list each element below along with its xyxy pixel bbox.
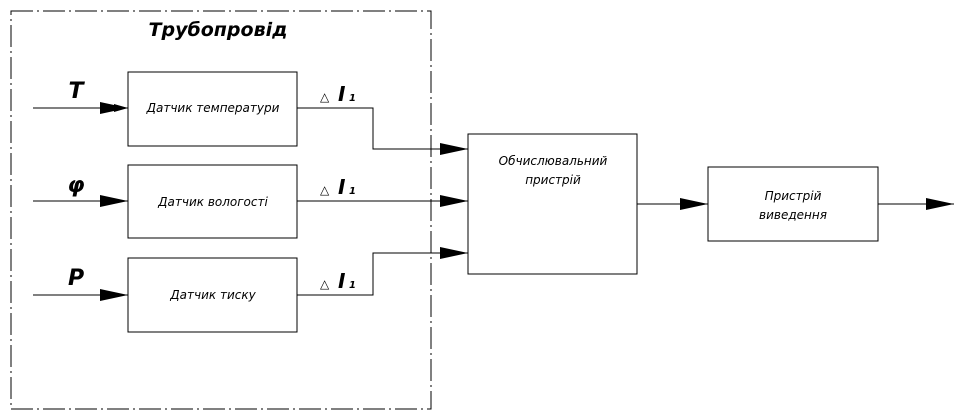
humidity-sensor-label: Датчик вологості <box>157 195 268 209</box>
connector-pressure-to-compute <box>297 247 468 296</box>
input-symbol-humidity: φ <box>67 173 84 198</box>
svg-text:I: I <box>338 269 346 293</box>
svg-text:△: △ <box>320 90 330 104</box>
connector-compute-to-output <box>637 198 708 210</box>
pipeline-boundary <box>10 10 432 410</box>
temperature-sensor-label: Датчик температури <box>146 101 280 115</box>
input-symbol-temperature: T <box>68 79 85 104</box>
input-arrow-humidity <box>33 195 128 207</box>
computing-device-block <box>467 133 638 275</box>
connector-temperature-to-compute <box>297 107 468 155</box>
svg-text:△: △ <box>320 183 330 197</box>
svg-text:I: I <box>338 82 346 106</box>
signal-label-humidity: △ I 1 <box>320 175 356 199</box>
input-arrow-pressure <box>33 289 128 301</box>
output-device-label-line1: Пристрій <box>765 189 822 203</box>
output-arrow <box>878 198 954 210</box>
computing-device-label-line1: Обчислювальний <box>499 154 608 168</box>
input-symbol-pressure: P <box>68 266 84 291</box>
svg-text:1: 1 <box>349 280 356 291</box>
output-device-label-line2: виведення <box>759 208 827 222</box>
pressure-sensor-block <box>127 257 298 333</box>
computing-device-label-line2: пристрій <box>525 173 581 187</box>
pressure-sensor-label: Датчик тиску <box>169 288 256 302</box>
temperature-sensor-block <box>127 71 298 147</box>
svg-text:△: △ <box>320 277 330 291</box>
svg-text:I: I <box>338 175 346 199</box>
signal-label-temperature: △ I 1 <box>320 82 356 106</box>
signal-label-pressure: △ I 1 <box>320 269 356 293</box>
humidity-sensor-block <box>127 164 298 239</box>
svg-text:1: 1 <box>349 186 356 197</box>
svg-text:1: 1 <box>349 93 356 104</box>
connector-humidity-to-compute <box>297 195 468 207</box>
output-device-block <box>707 166 879 242</box>
input-arrow-temperature <box>33 102 128 114</box>
pipeline-label: Трубопровід <box>149 19 288 41</box>
